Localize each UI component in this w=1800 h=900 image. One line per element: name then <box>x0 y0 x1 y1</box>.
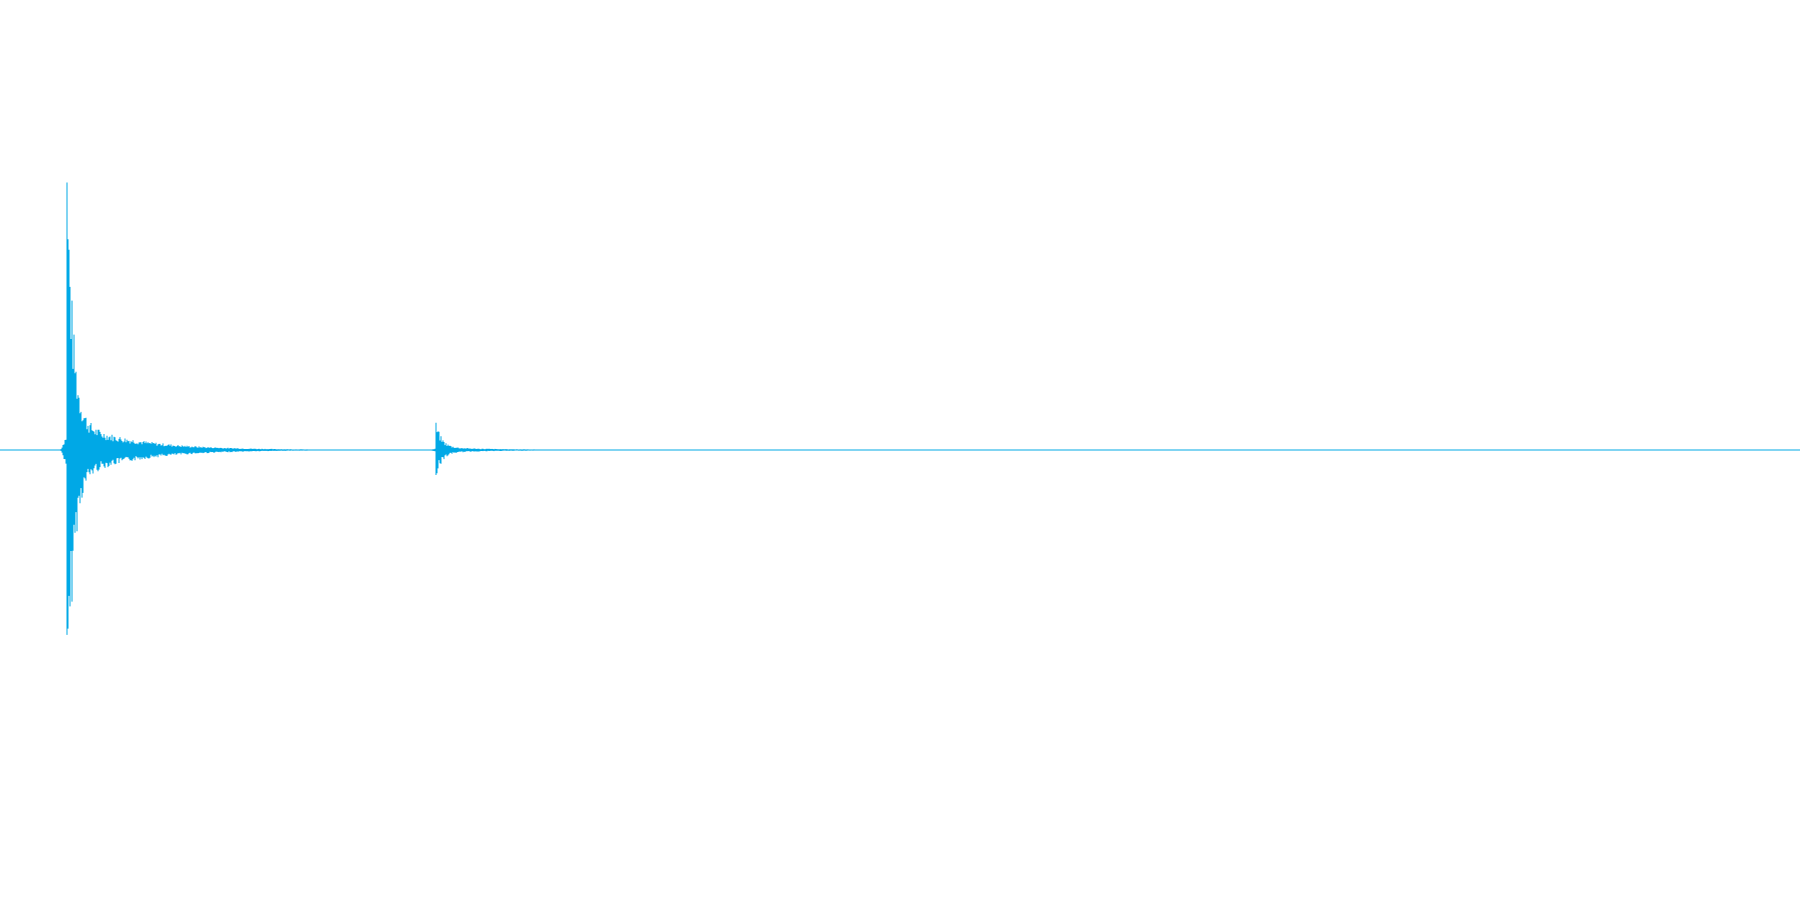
waveform-trace <box>60 182 569 635</box>
